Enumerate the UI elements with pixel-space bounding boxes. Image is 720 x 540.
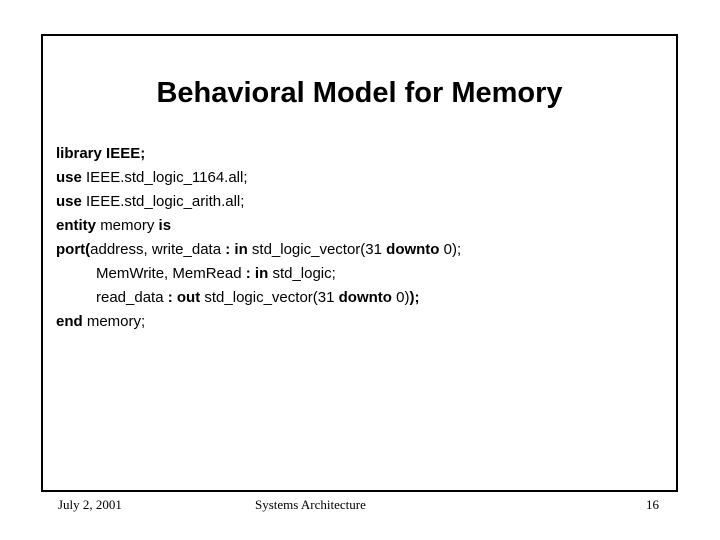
code-text: 0); bbox=[443, 241, 462, 258]
code-keyword: library IEEE; bbox=[56, 145, 146, 162]
code-line: use IEEE.std_logic_1164.all; bbox=[56, 166, 656, 190]
code-keyword: entity bbox=[56, 217, 101, 234]
code-text: MemWrite, MemRead bbox=[96, 265, 246, 282]
code-line: entity memory is bbox=[56, 214, 656, 238]
code-line: MemWrite, MemRead : in std_logic; bbox=[56, 262, 656, 286]
code-text: std_logic_vector(31 bbox=[251, 241, 387, 258]
code-line: read_data : out std_logic_vector(31 down… bbox=[56, 286, 656, 310]
footer-page-number: 16 bbox=[646, 497, 659, 512]
code-keyword: port( bbox=[56, 241, 91, 258]
code-line: use IEEE.std_logic_arith.all; bbox=[56, 190, 656, 214]
code-line: library IEEE; bbox=[56, 142, 656, 166]
code-keyword: downto bbox=[338, 289, 397, 306]
code-line: port(address, write_data : in std_logic_… bbox=[56, 238, 656, 262]
page-title: Behavioral Model for Memory bbox=[156, 77, 563, 109]
code-keyword: use bbox=[56, 193, 87, 210]
code-keyword: : out bbox=[167, 289, 205, 306]
code-text: read_data bbox=[96, 289, 168, 306]
code-text: memory; bbox=[86, 313, 146, 330]
code-text: IEEE.std_logic_arith.all; bbox=[86, 193, 245, 210]
code-text: memory bbox=[100, 217, 159, 234]
code-text: IEEE.std_logic_1164.all; bbox=[86, 169, 248, 186]
code-keyword: use bbox=[56, 169, 87, 186]
code-line: end memory; bbox=[56, 310, 656, 334]
code-keyword: : in bbox=[225, 241, 252, 258]
code-keyword: is bbox=[158, 217, 172, 234]
code-text: address, write_data bbox=[90, 241, 226, 258]
code-keyword: : in bbox=[245, 265, 273, 282]
code-text: 0) bbox=[396, 289, 410, 306]
code-text: std_logic; bbox=[272, 265, 336, 282]
slide-frame-border bbox=[41, 34, 678, 492]
code-keyword: ); bbox=[409, 289, 420, 306]
footer-date: July 2, 2001 bbox=[58, 497, 122, 512]
vhdl-code-block: library IEEE; use IEEE.std_logic_1164.all… bbox=[56, 142, 656, 334]
code-keyword: end bbox=[56, 313, 87, 330]
footer-course-title: Systems Architecture bbox=[255, 497, 366, 512]
slide-footer: July 2, 2001 Systems Architecture 16 bbox=[41, 496, 678, 516]
code-keyword: downto bbox=[386, 241, 444, 258]
code-text: std_logic_vector(31 bbox=[204, 289, 339, 306]
